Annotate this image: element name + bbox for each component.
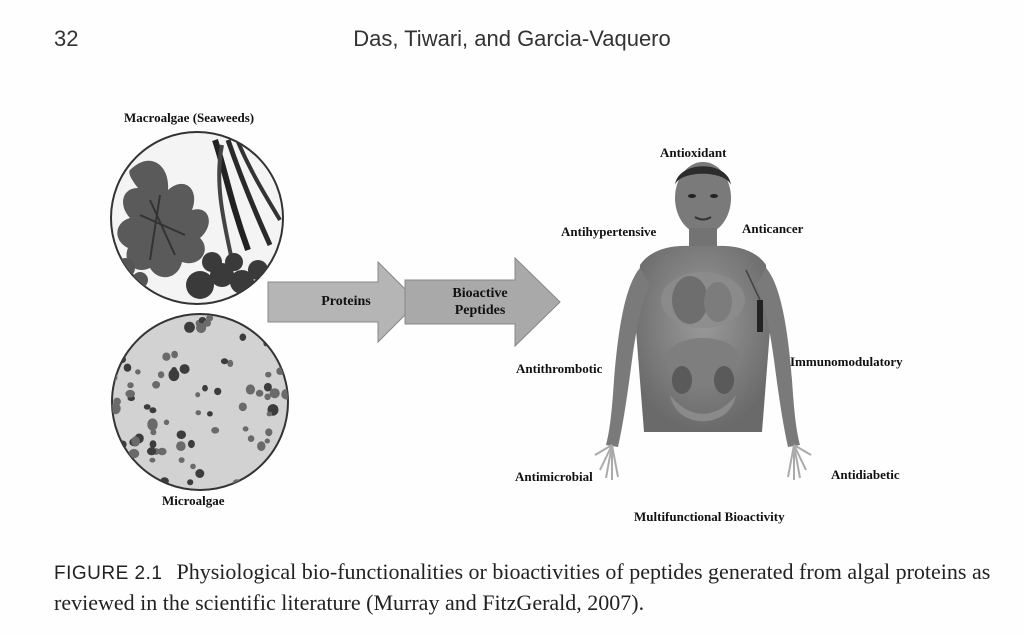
microalgae-cell <box>276 449 288 460</box>
arrow2-line2: Peptides <box>454 303 506 318</box>
microalgae-cell <box>190 463 196 470</box>
microalgae-cell <box>269 388 280 399</box>
microalgae-cell <box>162 352 171 361</box>
microalgae-cell <box>123 363 132 372</box>
microalgae-cell <box>157 371 165 379</box>
microalgae-cell <box>281 389 288 400</box>
microalgae-cell <box>123 334 131 344</box>
anticancer-label: Anticancer <box>742 221 804 236</box>
microalgae-cell <box>123 323 130 329</box>
microalgae-cell <box>187 439 195 449</box>
microalgae-cell <box>195 410 202 416</box>
microalgae-cell <box>195 392 201 398</box>
microalgae-cell <box>195 469 205 478</box>
microalgae-cell <box>157 447 167 456</box>
microalgae-cell <box>176 430 186 440</box>
page-number: 32 <box>54 26 79 51</box>
microalgae-cell <box>150 429 157 436</box>
microalgae-cell <box>127 382 134 389</box>
antioxidant-label: Antioxidant <box>660 145 727 160</box>
microalgae-cell <box>149 457 156 463</box>
microalgae-cell <box>202 384 208 392</box>
arrow2-line1: Bioactive <box>452 286 508 301</box>
microalgae-cell <box>112 402 121 415</box>
microalgae-cell <box>264 438 270 444</box>
microalgae-cell <box>238 402 247 412</box>
figure-caption-text: Physiological bio-functionalities or bio… <box>54 559 991 615</box>
microalgae-cell <box>245 384 255 395</box>
microalgae-cell <box>131 436 140 447</box>
microalgae-cell <box>257 441 266 452</box>
microalgae-cell <box>176 441 186 451</box>
antidiabetic-label: Antidiabetic <box>831 467 900 482</box>
bioactive-peptides-arrow-label: Bioactive Peptides <box>440 285 520 319</box>
antimicrobial-label: Antimicrobial <box>515 469 593 484</box>
microalgae-cell <box>152 381 161 389</box>
microalgae-cell <box>206 314 214 322</box>
microalgae-cell <box>137 316 149 330</box>
microalgae-cell <box>178 457 185 463</box>
microalgae-cell <box>242 426 249 432</box>
microalgae-cell <box>207 411 213 417</box>
microalgae-cell <box>265 371 272 378</box>
microalgae-cell <box>264 393 271 401</box>
microalgae-cell <box>158 314 166 319</box>
microalgae-cell <box>227 359 234 367</box>
microalgae-cell <box>113 397 121 406</box>
proteins-arrow <box>267 260 419 344</box>
microalgae-cell <box>125 389 135 398</box>
antithrombotic-label: Antithrombotic <box>516 361 603 376</box>
microalgae-cell <box>163 419 170 426</box>
bioactive-peptides-arrow <box>404 256 561 348</box>
microalgae-image <box>111 313 289 491</box>
microalgae-cell <box>274 452 283 459</box>
microalgae-cell <box>124 318 132 327</box>
microalgae-cell <box>179 364 190 374</box>
running-head: Das, Tiwari, and Garcia-Vaquero <box>353 26 671 51</box>
immunomodulatory-label: Immunomodulatory <box>790 354 903 369</box>
microalgae-cell <box>149 407 157 414</box>
microalgae-cell <box>277 471 288 483</box>
microalgae-cell <box>187 479 194 486</box>
microalgae-cell <box>239 333 247 341</box>
microalgae-cell <box>247 435 255 442</box>
microalgae-cell <box>203 319 212 327</box>
microalgae-cell <box>136 314 146 318</box>
microalgae-cell <box>214 387 222 396</box>
antihypertensive-label: Antihypertensive <box>561 224 657 239</box>
microalgae-cell <box>143 404 151 410</box>
microalgae-cell <box>211 427 220 434</box>
microalgae-cell <box>274 326 282 333</box>
proteins-arrow-label: Proteins <box>321 294 371 309</box>
microalgae-cell <box>266 411 273 417</box>
microalgae-cell <box>168 368 180 382</box>
figure-caption-label: FIGURE 2.1 <box>54 563 163 584</box>
macroalgae-image <box>110 131 284 305</box>
microalgae-cell <box>171 350 179 359</box>
microalgae-cell <box>147 418 158 431</box>
figure-2-1: Macroalgae (Seaweeds) Microalgae Protein… <box>110 110 903 524</box>
microalgae-cell <box>255 389 264 397</box>
microalgae-cell <box>233 314 240 320</box>
microalgae-cell <box>147 447 157 456</box>
figure-illustration <box>110 131 812 491</box>
microalgae-label: Microalgae <box>162 493 225 508</box>
microalgae-cell <box>265 428 273 437</box>
microalgae-cell <box>135 369 141 375</box>
microalgae-cell <box>220 358 229 365</box>
macroalgae-label: Macroalgae (Seaweeds) <box>124 110 255 125</box>
microalgae-cell <box>149 440 157 449</box>
multifunctional-bioactivity-label: Multifunctional Bioactivity <box>634 509 785 524</box>
human-body-image <box>594 162 812 480</box>
microalgae-cell <box>184 321 195 333</box>
microalgae-cell <box>263 382 272 392</box>
microalgae-cell <box>128 448 140 459</box>
